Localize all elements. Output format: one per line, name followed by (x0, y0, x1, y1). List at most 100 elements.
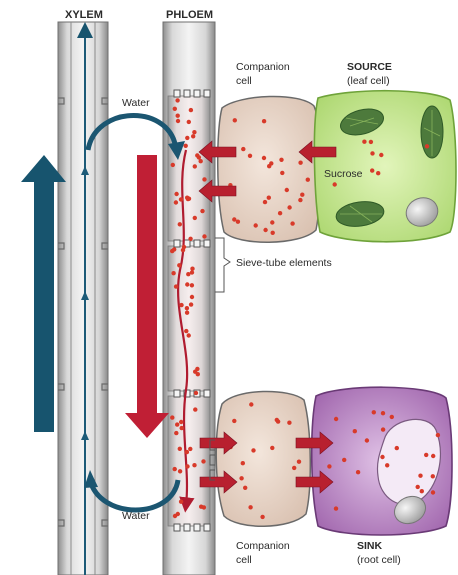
sucrose-dot (287, 421, 291, 425)
sucrose-dot (173, 467, 177, 471)
sucrose-dot (176, 119, 180, 123)
sucrose-dot (189, 302, 193, 306)
sucrose-dot (285, 188, 289, 192)
sucrose-dot (334, 417, 338, 421)
source-title: SOURCE (347, 61, 392, 73)
sucrose-dot (180, 426, 184, 430)
sucrose-dot (186, 272, 190, 276)
sucrose-dot (379, 153, 383, 157)
sucrose-dot (199, 505, 203, 509)
sucrose-dot (191, 134, 195, 138)
sucrose-dot (353, 429, 357, 433)
sucrose-dot (178, 469, 182, 473)
sucrose-dot (179, 303, 183, 307)
sucrose-dot (173, 107, 177, 111)
sucrose-dot (178, 447, 182, 451)
sucrose-dot (193, 216, 197, 220)
sucrose-dot (306, 178, 310, 182)
companion-cell-bottom (216, 391, 310, 526)
sink-subtitle: (root cell) (357, 554, 401, 566)
companion-cell-bottom-label-1: Companion (236, 540, 290, 552)
sucrose-dot (416, 485, 420, 489)
sucrose-dot (200, 209, 204, 213)
sucrose-dot (192, 463, 196, 467)
sucrose-dot (181, 248, 185, 252)
companion-cell-top-label-1: Companion (236, 61, 290, 73)
sucrose-dot (185, 464, 189, 468)
sucrose-dot (184, 144, 188, 148)
sucrose-dot (270, 220, 274, 224)
sucrose-dot (262, 156, 266, 160)
sucrose-dot (420, 489, 424, 493)
sucrose-dot (172, 247, 176, 251)
sucrose-dot (380, 455, 384, 459)
sucrose-dot (431, 474, 435, 478)
sucrose-dot (190, 267, 194, 271)
sieve-tube-bracket (215, 238, 230, 292)
sucrose-dot (327, 464, 331, 468)
sucrose-dot (243, 486, 247, 490)
sink-root-cell (312, 387, 452, 535)
sucrose-dot (418, 474, 422, 478)
sucrose-dot (431, 454, 435, 458)
sucrose-dot (171, 163, 175, 167)
sucrose-dot (177, 263, 181, 267)
sucrose-dot (187, 333, 191, 337)
sucrose-dot (276, 419, 280, 423)
sucrose-dot (425, 144, 429, 148)
companion-cell-top-label-2: cell (236, 75, 252, 87)
sucrose-dot (381, 427, 385, 431)
sucrose-dot (236, 220, 240, 224)
sucrose-dot (267, 164, 271, 168)
sucrose-dot (201, 459, 205, 463)
sucrose-dot (279, 158, 283, 162)
sucrose-dot (263, 200, 267, 204)
sucrose-dot (300, 193, 304, 197)
sucrose-dot (381, 411, 385, 415)
sucrose-dot (298, 161, 302, 165)
sucrose-dot (369, 140, 373, 144)
sucrose-dot (292, 466, 296, 470)
sucrose-dot (342, 458, 346, 462)
sucrose-dot (248, 154, 252, 158)
sucrose-dot (356, 470, 360, 474)
sucrose-dot (297, 460, 301, 464)
sucrose-dot (173, 514, 177, 518)
sucrose-dot (241, 461, 245, 465)
sucrose-dot (190, 283, 194, 287)
phloem-downward-flow-arrow (125, 155, 169, 438)
sucrose-dot (185, 311, 189, 315)
sucrose-dot (241, 147, 245, 151)
sucrose-dot (174, 431, 178, 435)
water-label-top: Water (122, 97, 150, 109)
source-leaf-cell (314, 91, 456, 242)
sucrose-dot (185, 282, 189, 286)
sucrose-dot (271, 231, 275, 235)
xylem-header: XYLEM (65, 9, 103, 21)
sucrose-dot (202, 177, 206, 181)
sucrose-dot (193, 164, 197, 168)
sucrose-dot (248, 505, 252, 509)
sucrose-dot (254, 223, 258, 227)
sucrose-dot (262, 119, 266, 123)
sink-title: SINK (357, 540, 383, 552)
sieve-tube-label: Sieve-tube elements (236, 257, 332, 269)
sucrose-dot (233, 118, 237, 122)
sucrose-dot (251, 448, 255, 452)
sucrose-dot (185, 136, 189, 140)
sucrose-dot (187, 120, 191, 124)
sucrose-dot (175, 422, 179, 426)
sucrose-dot (431, 490, 435, 494)
sucrose-label: Sucrose (324, 168, 363, 180)
sucrose-dot (179, 420, 183, 424)
sucrose-dot (376, 171, 380, 175)
sucrose-dot (385, 463, 389, 467)
sucrose-dot (436, 433, 440, 437)
sucrose-dot (170, 415, 174, 419)
sucrose-dot (186, 197, 190, 201)
sucrose-dot (424, 453, 428, 457)
sucrose-dot (333, 182, 337, 186)
sucrose-dot (178, 222, 182, 226)
sucrose-dot (249, 402, 253, 406)
